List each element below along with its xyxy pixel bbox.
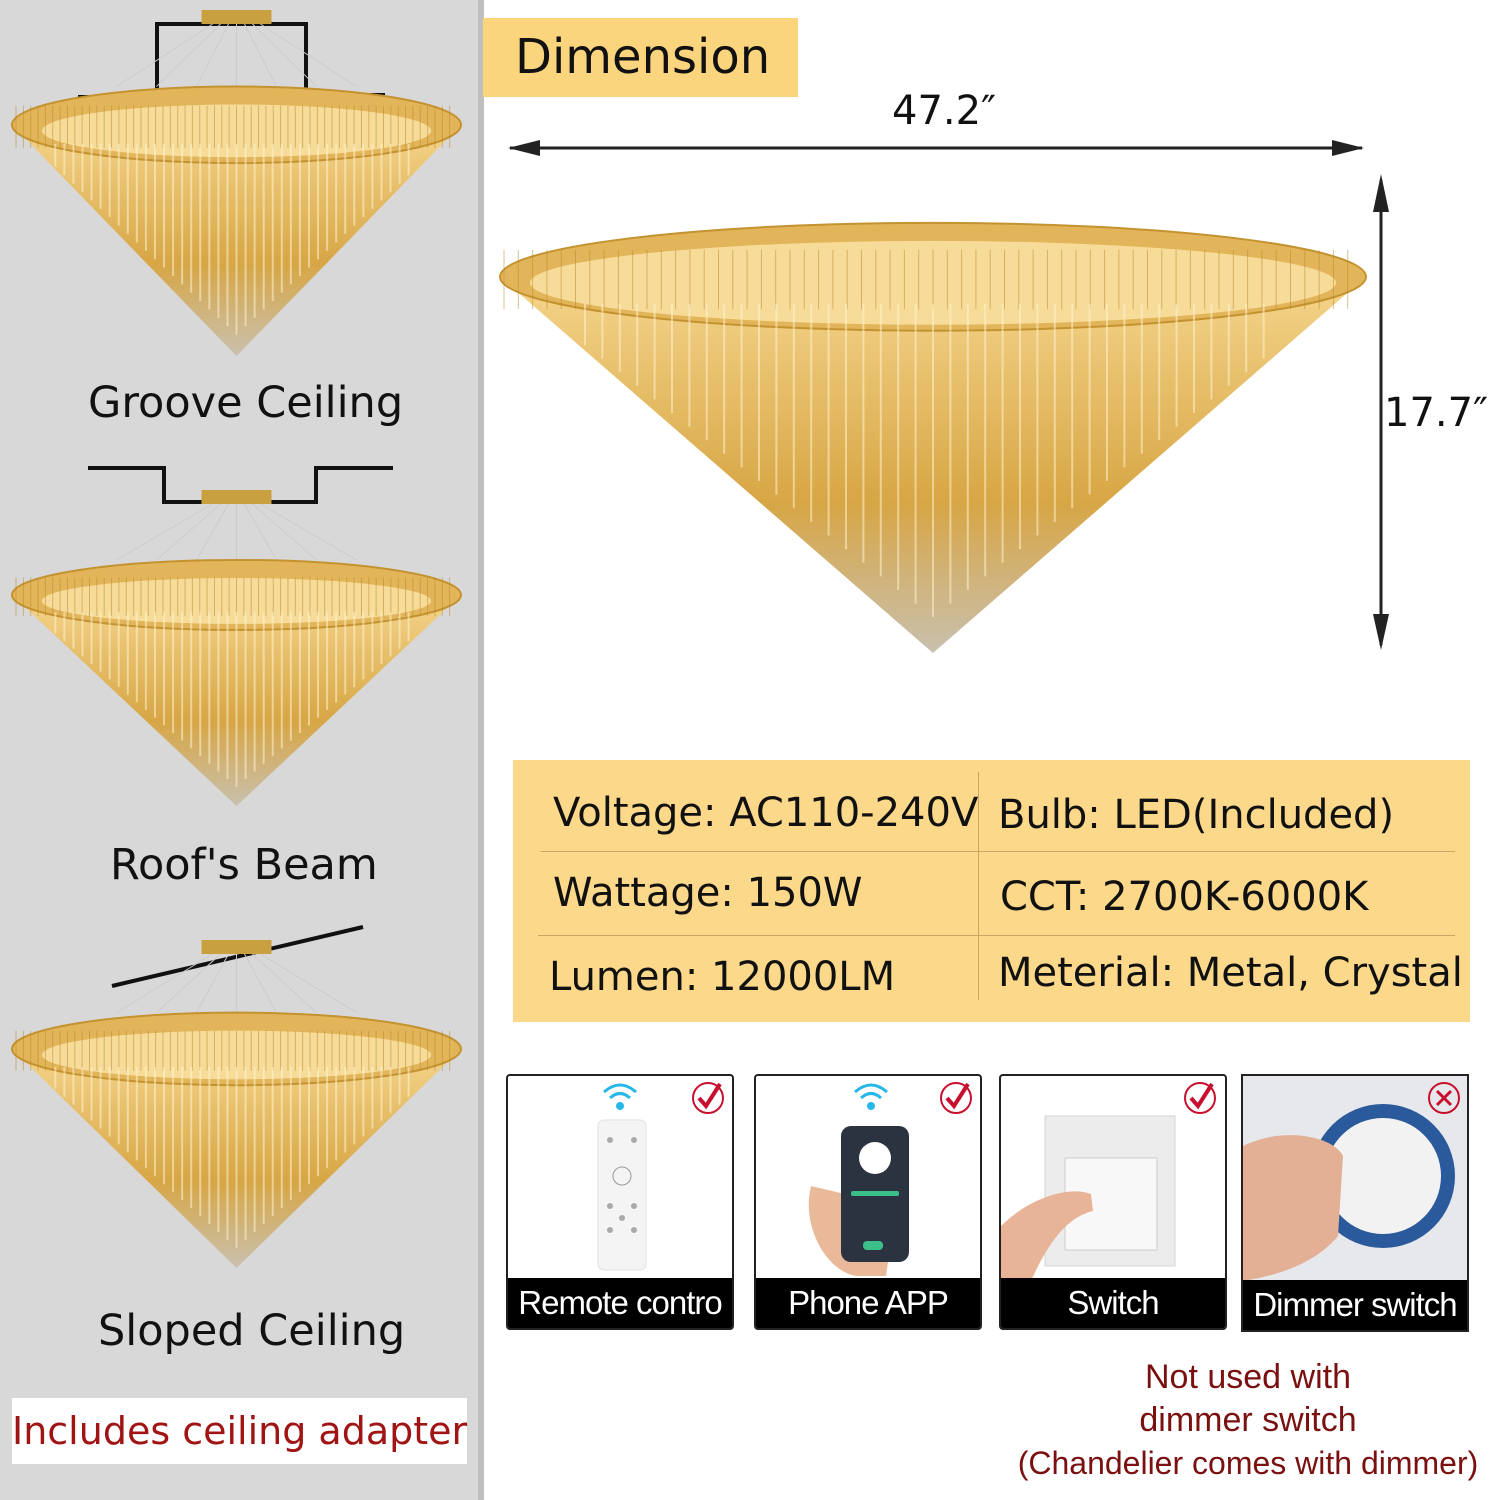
width-measurement: 47.2″ (892, 88, 997, 134)
dimmer-icon (1243, 1076, 1467, 1282)
dimmer-note-line: (Chandelier comes with dimmer) (1017, 1445, 1479, 1481)
check-icon (940, 1082, 972, 1114)
phone-icon (808, 1126, 909, 1276)
chandelier-groove (11, 10, 462, 356)
control-card-phone: Phone APP (754, 1074, 982, 1330)
caption-sloped-ceiling: Sloped Ceiling (98, 1306, 406, 1356)
dimension-title: Dimension (483, 18, 798, 97)
wifi-icon (603, 1083, 637, 1110)
adapter-note: Includes ceiling adapter (12, 1398, 467, 1464)
check-icon (692, 1082, 724, 1114)
spec-voltage: Voltage: AC110-240V (553, 790, 979, 836)
dimension-arrows (508, 140, 1389, 650)
control-label: Phone APP (756, 1278, 980, 1328)
divider (478, 0, 484, 1500)
control-label: Dimmer switch (1243, 1280, 1467, 1330)
control-card-dimmer: Dimmer switch (1241, 1074, 1469, 1332)
dimmer-note-line: Not used with (1145, 1358, 1351, 1396)
control-label: Remote contro (508, 1278, 732, 1328)
spec-table: Voltage: AC110-240V Bulb: LED(Included) … (513, 760, 1470, 1022)
spec-cct: CCT: 2700K-6000K (1000, 874, 1369, 920)
remote-icon (597, 1119, 647, 1271)
dimmer-note: Not used with dimmer switch (Chandelier … (1000, 1356, 1496, 1485)
spec-lumen: Lumen: 12000LM (549, 954, 896, 1000)
cross-icon (1428, 1082, 1460, 1114)
caption-roofs-beam: Roof's Beam (110, 840, 378, 890)
chandelier-main (499, 221, 1367, 653)
height-measurement: 17.7″ (1384, 390, 1489, 436)
wifi-icon (854, 1083, 888, 1110)
dimmer-note-line: dimmer switch (1139, 1401, 1357, 1439)
control-card-remote: Remote contro (506, 1074, 734, 1330)
check-icon (1184, 1082, 1216, 1114)
wall-switch-icon (1001, 1115, 1176, 1281)
caption-groove-ceiling: Groove Ceiling (88, 378, 404, 428)
control-card-switch: Switch (999, 1074, 1227, 1330)
spec-bulb: Bulb: LED(Included) (998, 792, 1395, 838)
chandelier-beam (11, 490, 462, 806)
spec-material: Meterial: Metal, Crystal (998, 950, 1463, 996)
spec-wattage: Wattage: 150W (553, 870, 863, 916)
sloped-ceiling-line (111, 925, 364, 988)
control-label: Switch (1001, 1278, 1225, 1328)
chandelier-sloped (11, 940, 462, 1268)
